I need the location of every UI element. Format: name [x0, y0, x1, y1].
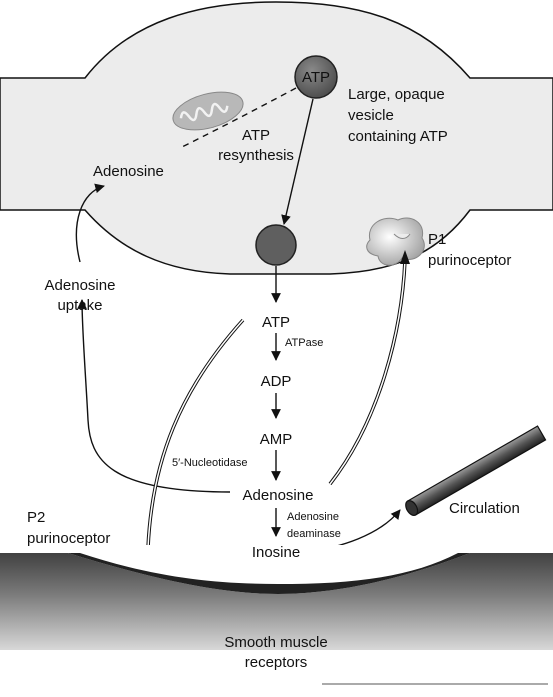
uptake-label-line1: Adenosine: [45, 277, 116, 294]
adp-label: ADP: [261, 373, 292, 390]
uptake-label-line2: uptake: [57, 297, 102, 314]
inosine-label: Inosine: [252, 544, 300, 561]
atp-resynthesis-line2: resynthesis: [218, 147, 294, 164]
circulation-label: Circulation: [449, 500, 520, 517]
adenosine-terminal-label: Adenosine: [93, 163, 164, 180]
adenosine-label: Adenosine: [243, 487, 314, 504]
circulation-vessel-icon: [405, 425, 547, 516]
p1-purinoceptor-icon: [366, 217, 425, 266]
deaminase-label-line1: Adenosine: [287, 511, 339, 523]
vesicle-description-line3: containing ATP: [348, 128, 448, 145]
atp-resynthesis-line1: ATP: [242, 127, 270, 144]
atpase-label: ATPase: [285, 337, 323, 349]
amp-label: AMP: [260, 431, 293, 448]
smooth-muscle-dark-band: [68, 553, 470, 594]
diffusion-arrows: [143, 250, 410, 560]
deaminase-label-line2: deaminase: [287, 528, 341, 540]
smooth-muscle-label-line2: receptors: [245, 654, 308, 671]
vesicle-description-line2: vesicle: [348, 107, 394, 124]
fused-vesicle: [255, 224, 297, 266]
atp-vesicle: [294, 55, 338, 99]
p1-label-line1: P1: [428, 231, 446, 248]
nerve-terminal: [0, 1, 553, 275]
p2-label-line1: P2: [27, 509, 45, 526]
p2-label-line2: purinoceptor: [27, 530, 110, 547]
atp-label: ATP: [262, 314, 290, 331]
vesicle-description-line1: Large, opaque: [348, 86, 445, 103]
smooth-muscle-top: [0, 545, 553, 594]
p1-label-line2: purinoceptor: [428, 252, 511, 269]
mitochondrion-icon: [172, 91, 244, 131]
atp-vesicle-label: ATP: [302, 69, 330, 86]
resynthesis-dashed-path: [179, 87, 297, 149]
smooth-muscle-label-line1: Smooth muscle: [224, 634, 327, 651]
nucleotidase-label: 5′-Nucleotidase: [172, 457, 247, 469]
